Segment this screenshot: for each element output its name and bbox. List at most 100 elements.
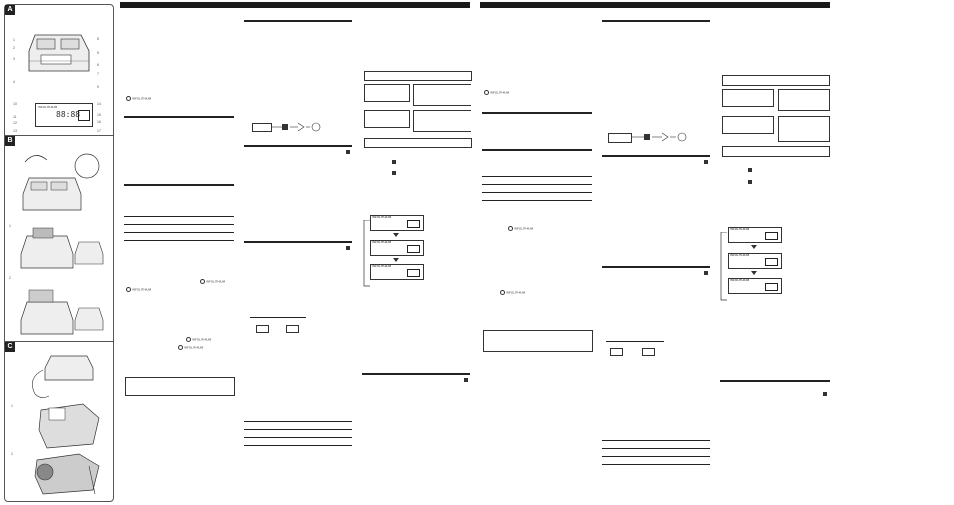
table-rule-1d — [124, 240, 234, 241]
display-readout: 88:88 — [56, 110, 81, 119]
lcd-frame-3: INFOLITHIUM — [370, 264, 424, 280]
figure-panel-c: C 1 2 — [5, 342, 113, 500]
charger-illustration — [28, 34, 90, 72]
lcd-battery-3 — [407, 269, 420, 277]
table-rule-2c — [244, 429, 352, 430]
lcd-loop-bracket-2 — [720, 232, 727, 301]
section-rule-3 — [244, 20, 352, 22]
lcd-battery-4 — [765, 232, 778, 240]
infolithium-logo-6: INFOLITHIUM — [484, 90, 509, 95]
step-icon-3 — [748, 168, 752, 172]
flow-box-right-3 — [778, 89, 830, 111]
lcd-frame-6: INFOLITHIUM — [728, 278, 782, 294]
section-icon-3 — [464, 378, 468, 382]
lcd-label-2: INFOLITHIUM — [372, 240, 392, 244]
section-icon-4 — [704, 160, 708, 164]
section-rule-4 — [244, 145, 352, 147]
section-rule-2 — [124, 184, 234, 186]
lcd-frame-1: INFOLITHIUM — [370, 215, 424, 231]
lcd-arrow-2 — [393, 258, 399, 262]
lcd-loop-bracket-1 — [363, 220, 370, 287]
callout-right-5: 5 — [97, 51, 99, 55]
flow-box-right-1 — [413, 84, 471, 106]
infolithium-logo-1: INFOLITHIUM — [126, 96, 151, 101]
callout-right-8: 8 — [97, 37, 99, 41]
display-battery-icon — [78, 110, 90, 121]
section-rule-10 — [602, 155, 710, 157]
section-rule-12 — [720, 380, 830, 382]
display-callout-13: 13 — [13, 129, 17, 133]
table-rule-1a — [124, 216, 234, 217]
panel-tag-a: A — [5, 5, 15, 15]
camcorder-illustration — [32, 355, 100, 495]
display-brand: INFOLITHIUM — [38, 105, 58, 109]
lcd-label-5: INFOLITHIUM — [730, 253, 750, 257]
lcd-arrow-3 — [751, 245, 757, 249]
table-rule-4d — [602, 456, 710, 457]
callout-left-1: 1 — [13, 38, 15, 42]
lcd-battery-1 — [407, 220, 420, 228]
lcd-arrow-1 — [393, 233, 399, 237]
header-bar-right — [480, 2, 830, 8]
section-rule-6 — [362, 373, 470, 375]
infolithium-logo-3: INFOLITHIUM — [126, 287, 151, 292]
flow-box-left-2 — [364, 110, 410, 128]
panel-b-step-2: 2 — [9, 276, 11, 280]
table-rule-2d — [244, 437, 352, 438]
step-icon-2 — [392, 171, 396, 175]
header-bar-left — [120, 2, 470, 8]
section-icon-1 — [346, 150, 350, 154]
infolithium-logo-8: INFOLITHIUM — [500, 290, 525, 295]
table-rule-4e — [602, 464, 710, 465]
section-rule-1 — [124, 116, 234, 118]
flow-box-left-3 — [722, 89, 774, 107]
panel-b-step-1: 1 — [9, 224, 11, 228]
lcd-label-6: INFOLITHIUM — [730, 278, 750, 282]
infolithium-logo-7: INFOLITHIUM — [508, 226, 533, 231]
flow-box-right-2 — [413, 110, 471, 132]
flow-box-left-1 — [364, 84, 410, 102]
section-icon-5 — [704, 271, 708, 275]
callout-left-3: 3 — [13, 57, 15, 61]
section-rule-5 — [244, 241, 352, 243]
figure-column: A 1 2 3 4 8 5 6 7 9 88:88 INFOLITHIUM 10 — [4, 4, 114, 502]
section-icon-6 — [823, 392, 827, 396]
battery-small-icon-1 — [256, 325, 269, 333]
table-rule-3b — [482, 184, 592, 185]
flow-box-bottom-2 — [722, 146, 830, 157]
flow-box-left-4 — [722, 116, 774, 134]
table-rule-3c — [482, 192, 592, 193]
display-callout-11: 11 — [13, 115, 17, 119]
section-rule-11 — [602, 266, 710, 268]
display-callout-14: 14 — [97, 102, 101, 106]
display-callout-10: 10 — [13, 102, 17, 106]
infolithium-logo-5: INFOLITHIUM — [178, 345, 203, 350]
battery-small-icon-4 — [642, 348, 655, 356]
table-rule-4b — [602, 440, 710, 441]
infolithium-logo-4: INFOLITHIUM — [186, 337, 211, 342]
display-detail: 88:88 INFOLITHIUM — [35, 103, 93, 127]
table-rule-2e — [244, 445, 352, 446]
lcd-label-1: INFOLITHIUM — [372, 215, 392, 219]
callout-left-2: 2 — [13, 46, 15, 50]
panel-c-step-2: 2 — [11, 452, 13, 456]
lcd-frame-2: INFOLITHIUM — [370, 240, 424, 256]
note-box-2 — [483, 330, 593, 352]
display-callout-17: 17 — [97, 129, 101, 133]
callout-right-6: 6 — [97, 63, 99, 67]
flow-box-bottom — [364, 138, 472, 148]
step-icon-1 — [392, 160, 396, 164]
figure-panel-a: A 1 2 3 4 8 5 6 7 9 88:88 INFOLITHIUM 10 — [5, 5, 113, 136]
display-callout-15: 15 — [97, 113, 101, 117]
table-rule-4c — [602, 448, 710, 449]
lcd-battery-6 — [765, 283, 778, 291]
callout-left-4: 4 — [13, 80, 15, 84]
display-callout-12: 12 — [13, 121, 17, 125]
infolithium-logo-2: INFOLITHIUM — [200, 279, 225, 284]
section-icon-2 — [346, 246, 350, 250]
lcd-label-4: INFOLITHIUM — [730, 227, 750, 231]
step-icon-4 — [748, 180, 752, 184]
connector-diagram-1 — [252, 121, 322, 133]
flow-box-top — [364, 71, 472, 81]
lcd-battery-2 — [407, 245, 420, 253]
